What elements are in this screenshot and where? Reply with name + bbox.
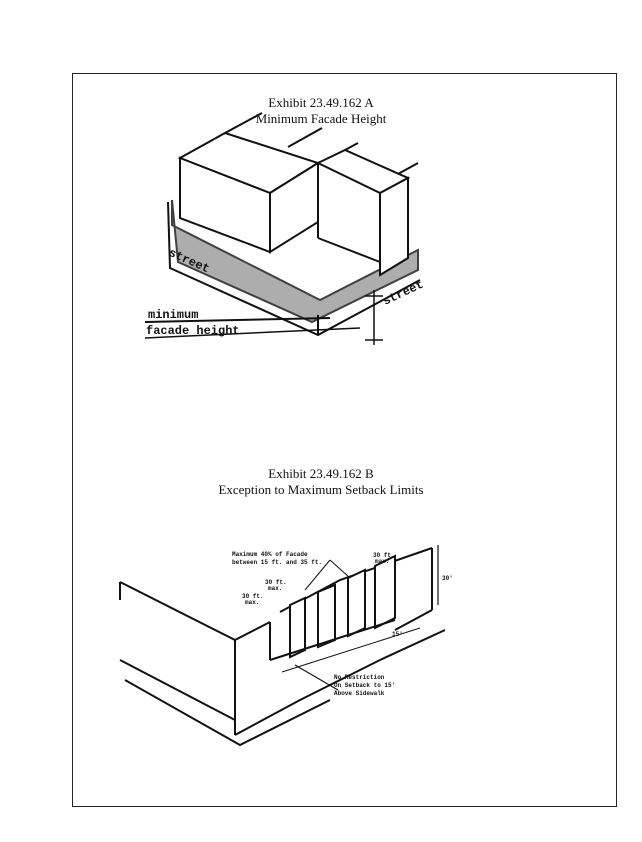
facade-band <box>171 199 419 324</box>
max-30-right-label: 30 ft. <box>373 552 395 559</box>
no-restriction-label-2: On Setback to 15' <box>334 682 395 689</box>
exhibit-a-title: Minimum Facade Height <box>255 111 387 126</box>
max-30-mid-label: 30 ft. <box>265 579 287 586</box>
max-30-right-sub: max. <box>375 558 389 565</box>
height-label: 30' <box>442 575 453 582</box>
exhibit-a-number: Exhibit 23.49.162 A <box>268 95 374 110</box>
max-30-mid-sub: max. <box>268 585 282 592</box>
max-30-left-sub: max. <box>245 599 259 606</box>
minimum-label: minimum <box>148 308 198 322</box>
exhibit-b-heading: Exhibit 23.49.162 B Exception to Maximum… <box>0 466 642 498</box>
exhibit-b-number: Exhibit 23.49.162 B <box>268 466 374 481</box>
no-restriction-label-1: No Restriction <box>334 674 385 681</box>
max-facade-label-1: Maximum 40% of Facade <box>232 551 308 558</box>
max-facade-label-2: between 15 ft. and 35 ft. <box>232 559 322 566</box>
depth-label: 15' <box>392 631 403 638</box>
page-border <box>72 73 617 807</box>
no-restriction-label-3: Above Sidewalk <box>334 690 385 697</box>
exhibit-b-title: Exception to Maximum Setback Limits <box>218 482 424 497</box>
max-30-left-label: 30 ft. <box>242 593 264 600</box>
exhibit-a-heading: Exhibit 23.49.162 A Minimum Facade Heigh… <box>0 95 642 127</box>
facade-height-label: facade height <box>146 324 240 338</box>
